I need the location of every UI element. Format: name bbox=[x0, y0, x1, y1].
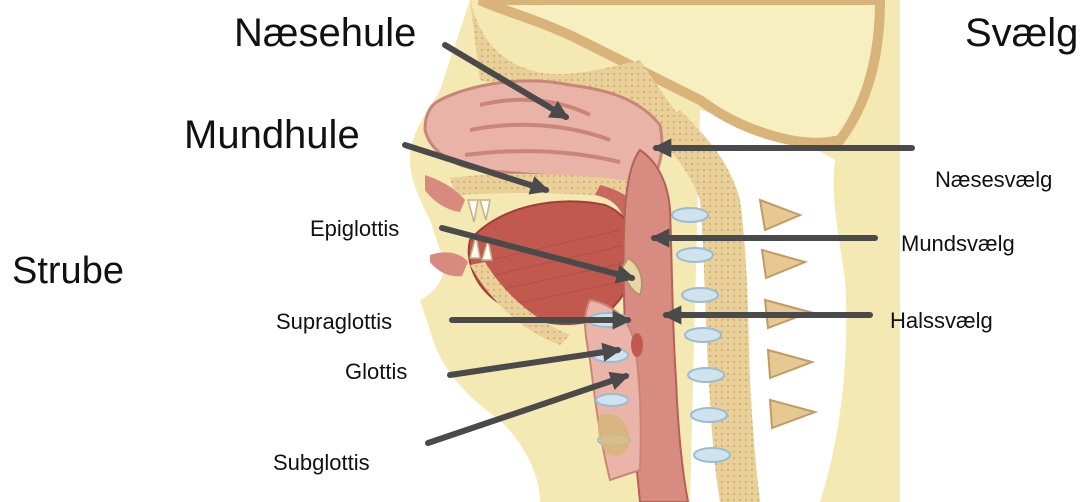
label-supraglottis: Supraglottis bbox=[276, 311, 392, 333]
label-halssvaelg: Halssvælg bbox=[890, 310, 993, 332]
label-subglottis: Subglottis bbox=[273, 452, 370, 474]
label-svaelg: Svælg bbox=[965, 13, 1078, 53]
vocal-fold bbox=[631, 333, 643, 357]
label-mundhule: Mundhule bbox=[184, 115, 360, 155]
label-naesesvaelg: Næsesvælg bbox=[935, 169, 1052, 191]
label-epiglottis: Epiglottis bbox=[310, 218, 399, 240]
label-strube: Strube bbox=[12, 252, 124, 290]
label-naesehule: Næsehule bbox=[234, 13, 416, 53]
label-mundsvaelg: Mundsvælg bbox=[901, 233, 1015, 255]
label-glottis: Glottis bbox=[345, 361, 407, 383]
